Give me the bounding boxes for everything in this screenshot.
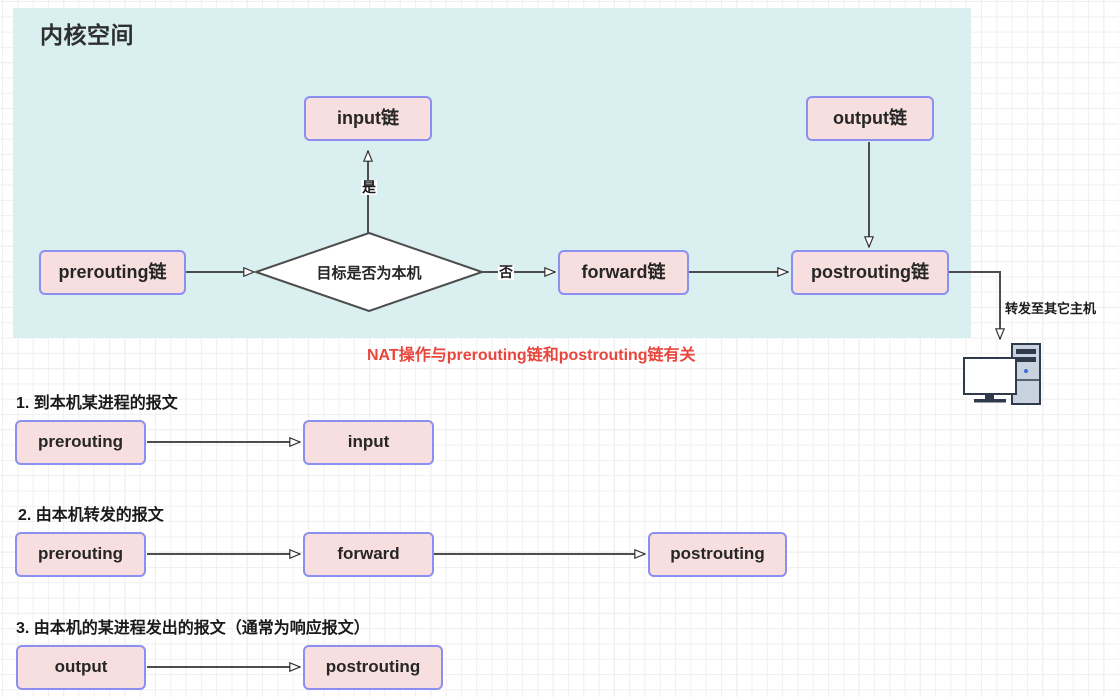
edge-label-no: 否 [498, 264, 514, 281]
section2-node-forward[interactable]: forward [303, 532, 434, 577]
node-postrouting-chain[interactable]: postrouting链 [791, 250, 949, 295]
node-label: forward链 [581, 261, 666, 282]
node-label: input链 [337, 107, 399, 128]
section3-node-postrouting[interactable]: postrouting [303, 645, 443, 690]
node-label: output [54, 657, 108, 677]
node-label: prerouting [38, 544, 123, 564]
section-heading-1: 1. 到本机某进程的报文 [16, 395, 178, 412]
node-label: postrouting [670, 544, 765, 564]
section2-node-postrouting[interactable]: postrouting [648, 532, 787, 577]
section1-node-prerouting[interactable]: prerouting [15, 420, 146, 465]
section1-node-input[interactable]: input [303, 420, 434, 465]
node-label: prerouting链 [58, 261, 167, 282]
node-output-chain[interactable]: output链 [806, 96, 934, 141]
section-heading-2: 2. 由本机转发的报文 [18, 507, 164, 524]
nat-note: NAT操作与prerouting链和postrouting链有关 [367, 347, 696, 364]
desktop-computer-icon [962, 342, 1044, 406]
kernel-space-title: 内核空间 [40, 22, 134, 48]
node-label: postrouting链 [811, 261, 929, 282]
node-input-chain[interactable]: input链 [304, 96, 432, 141]
node-forward-chain[interactable]: forward链 [558, 250, 689, 295]
decision-diamond[interactable]: 目标是否为本机 [255, 232, 483, 312]
edge-label-yes: 是 [361, 179, 377, 196]
section-heading-3: 3. 由本机的某进程发出的报文（通常为响应报文） [16, 620, 370, 637]
node-label: prerouting [38, 432, 123, 452]
node-prerouting-chain[interactable]: prerouting链 [39, 250, 186, 295]
section3-node-output[interactable]: output [16, 645, 146, 690]
node-label: input [347, 432, 390, 452]
node-label: forward [337, 544, 400, 564]
section2-node-prerouting[interactable]: prerouting [15, 532, 146, 577]
node-label: postrouting [325, 657, 421, 677]
forward-to-other-host-label: 转发至其它主机 [1005, 301, 1097, 316]
node-label: output链 [833, 107, 907, 128]
